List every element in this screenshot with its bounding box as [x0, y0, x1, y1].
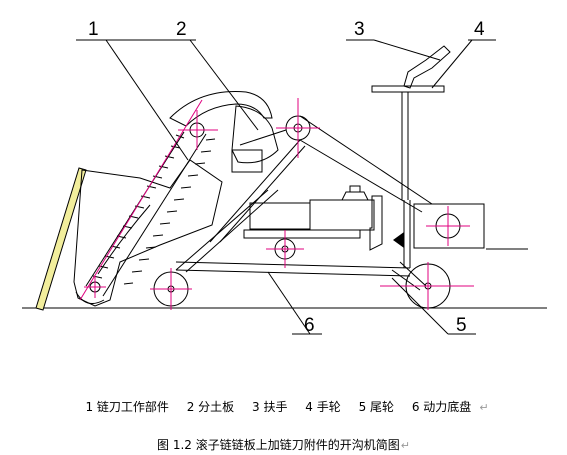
- legend-item-6: 6 动力底盘: [411, 400, 472, 414]
- handwheel: [371, 85, 445, 93]
- callout-6: 6: [304, 315, 315, 336]
- engine-block: [243, 185, 383, 251]
- trencher-diagram: 1 2 3 4 5 6: [22, 19, 547, 336]
- callout-1: 1: [88, 19, 99, 40]
- slanted-bar: [35, 167, 87, 311]
- handle-grip: [403, 45, 451, 89]
- figure-caption: 图 1.2 滚子链链板上加链刀附件的开沟机简图↵: [0, 436, 567, 453]
- legend-item-4: 4 手轮: [305, 400, 341, 414]
- callout-3: 3: [354, 19, 365, 40]
- callout-4: 4: [474, 19, 485, 40]
- parts-legend: 1 链刀工作部件 2 分土板 3 扶手 4 手轮 5 尾轮 6 动力底盘 ↵: [0, 398, 567, 415]
- paragraph-mark: ↵: [400, 439, 410, 452]
- rear-housing: [401, 92, 485, 268]
- direction-marker: [393, 232, 404, 248]
- paragraph-mark: ↵: [479, 401, 489, 414]
- chain-cutter-boom: [73, 131, 223, 307]
- leader-lines: [76, 39, 496, 335]
- caption-text: 图 1.2 滚子链链板上加链刀附件的开沟机简图: [157, 438, 400, 452]
- soil-divider: [231, 105, 279, 173]
- cutter-teeth: [92, 134, 216, 285]
- centerlines: [79, 98, 474, 310]
- legend-item-1: 1 链刀工作部件: [85, 400, 169, 414]
- legend-item-2: 2 分土板: [186, 400, 235, 414]
- chassis-frame: [175, 139, 427, 291]
- callout-2: 2: [176, 19, 187, 40]
- legend-item-3: 3 扶手: [252, 400, 288, 414]
- legend-item-5: 5 尾轮: [358, 400, 395, 414]
- top-guard: [169, 91, 273, 127]
- callout-5: 5: [456, 315, 467, 336]
